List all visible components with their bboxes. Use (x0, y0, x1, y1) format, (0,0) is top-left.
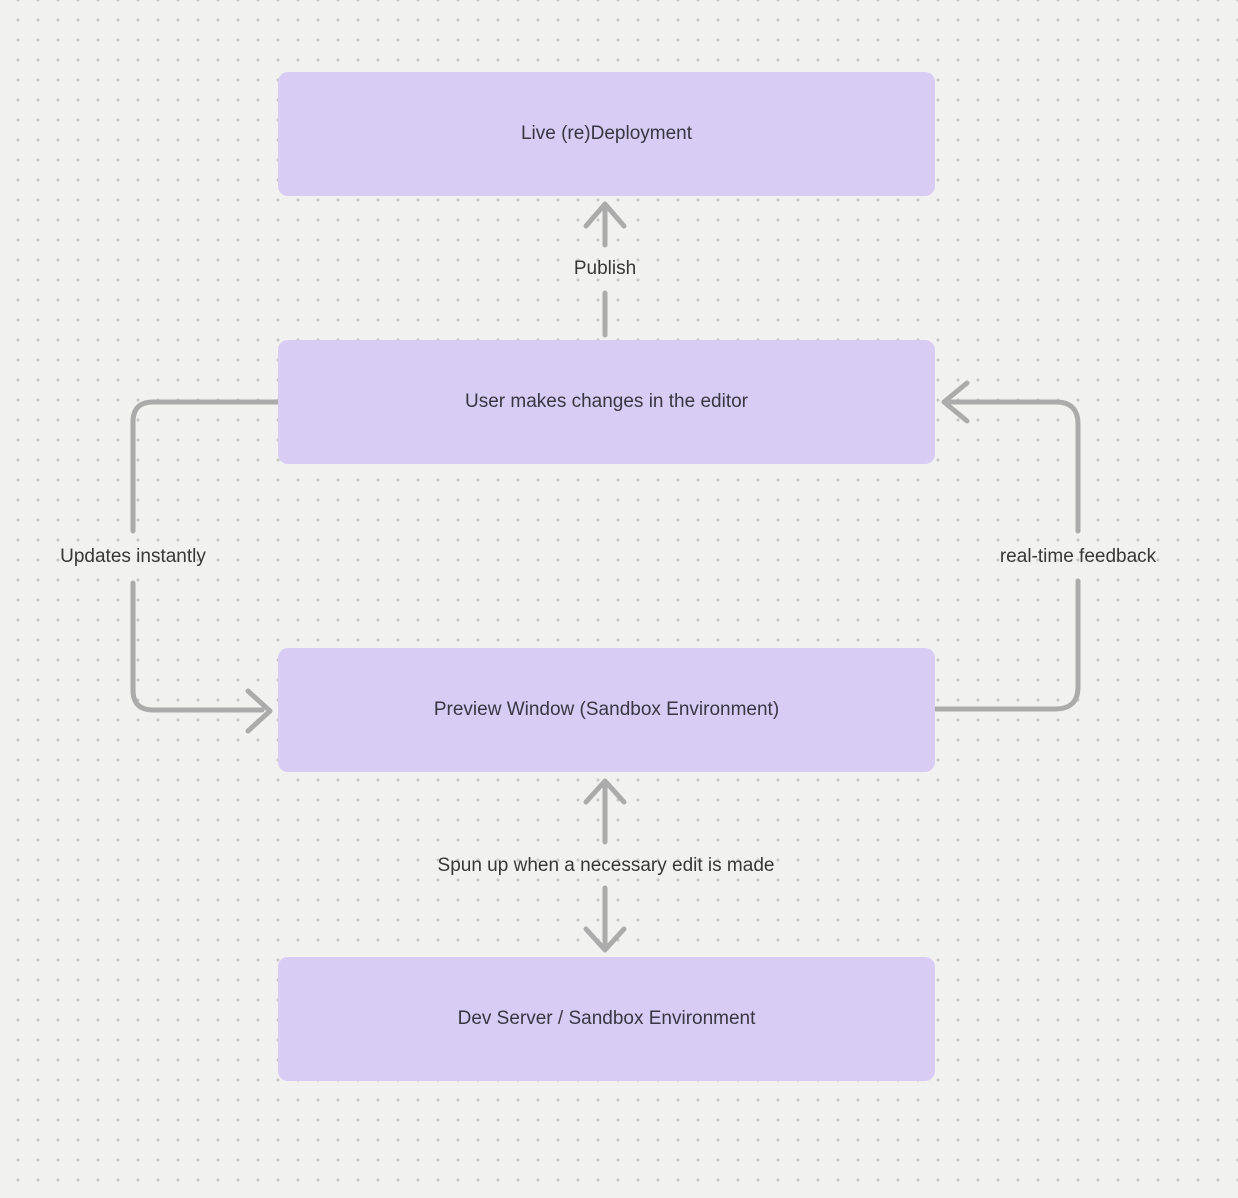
arrowhead-up-icon (583, 201, 627, 229)
edge-label-publish: Publish (573, 258, 637, 279)
node-preview-window[interactable]: Preview Window (Sandbox Environment) (278, 648, 935, 772)
node-live-redeployment-label: Live (re)Deployment (520, 122, 693, 144)
node-user-changes[interactable]: User makes changes in the editor (278, 340, 935, 464)
arrowhead-left-icon (941, 380, 970, 424)
node-preview-window-label: Preview Window (Sandbox Environment) (433, 698, 780, 720)
arrowhead-right-icon (245, 688, 273, 734)
edge-feedback-line-upper (948, 399, 1081, 534)
arrowhead-up-icon (583, 778, 627, 805)
node-dev-server-label: Dev Server / Sandbox Environment (457, 1007, 756, 1029)
node-live-redeployment[interactable]: Live (re)Deployment (278, 72, 935, 196)
node-user-changes-label: User makes changes in the editor (464, 390, 749, 412)
edge-label-updates-instantly: Updates instantly (60, 546, 206, 567)
edge-spun-up[interactable] (583, 778, 627, 953)
node-dev-server[interactable]: Dev Server / Sandbox Environment (278, 957, 935, 1081)
edge-updates-line-upper (130, 399, 281, 534)
edge-label-spun-up: Spun up when a necessary edit is made (437, 855, 775, 876)
arrowhead-down-icon (583, 926, 627, 953)
edge-feedback-line-lower (932, 578, 1081, 712)
edge-publish[interactable] (583, 201, 627, 338)
edge-label-realtime-feedback: real-time feedback (999, 546, 1157, 567)
edge-updates-instantly[interactable] (130, 399, 281, 734)
edge-realtime-feedback[interactable] (932, 380, 1081, 712)
edge-updates-line-lower (130, 580, 265, 713)
